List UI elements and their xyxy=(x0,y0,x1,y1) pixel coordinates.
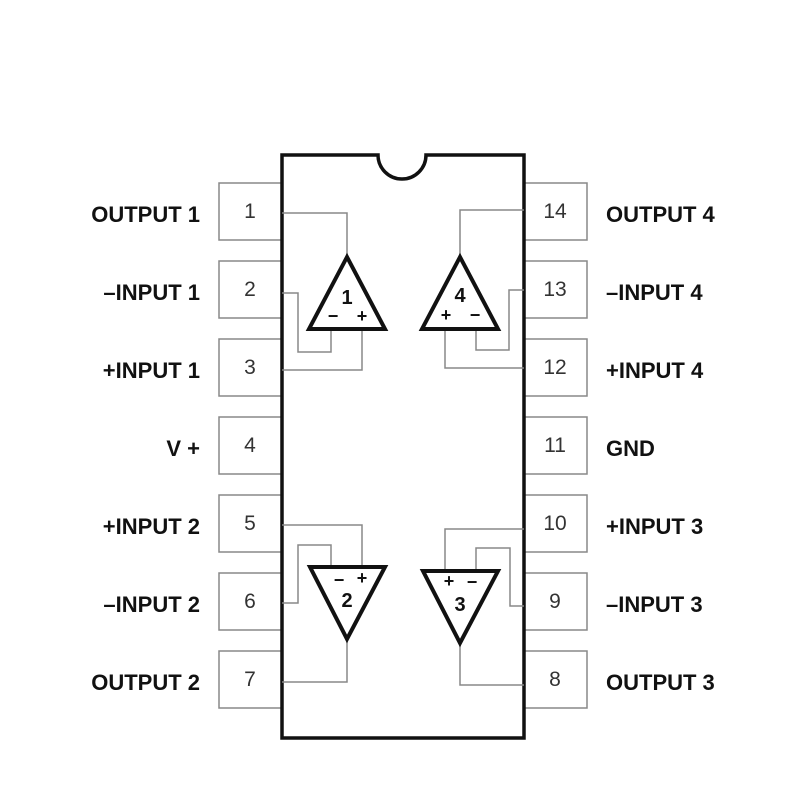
pin-left-5: 6 –INPUT 2 xyxy=(103,572,283,631)
pin-box xyxy=(218,416,283,475)
pin-left-6: 7 OUTPUT 2 xyxy=(91,650,283,709)
pin-label: OUTPUT 2 xyxy=(91,670,200,695)
noninverting-sign: + xyxy=(444,571,455,591)
pin-box xyxy=(218,182,283,241)
pin-label: –INPUT 2 xyxy=(103,592,200,617)
pin-left-4: 5 +INPUT 2 xyxy=(103,494,283,553)
pin-box xyxy=(523,182,588,241)
pin-number: 11 xyxy=(544,434,566,457)
pin-label: OUTPUT 3 xyxy=(606,670,715,695)
pin-label: V + xyxy=(166,436,200,461)
op-amp-3: 3 + − xyxy=(419,569,502,648)
internal-wiring xyxy=(282,209,524,686)
pin-label: OUTPUT 4 xyxy=(606,202,716,227)
pin-label: +INPUT 3 xyxy=(606,514,703,539)
pin-box xyxy=(523,494,588,553)
op-amp-number: 3 xyxy=(454,594,465,616)
pin-number: 5 xyxy=(244,512,256,535)
pin-box xyxy=(218,650,283,709)
pin-box xyxy=(523,650,588,709)
pin-number: 2 xyxy=(244,278,256,301)
pin-left-1: 2 –INPUT 1 xyxy=(103,260,283,319)
pin-label: –INPUT 4 xyxy=(606,280,703,305)
pin-label: GND xyxy=(606,436,655,461)
op-amp-number: 4 xyxy=(454,285,466,307)
pin-box xyxy=(218,260,283,319)
pin-left-2: 3 +INPUT 1 xyxy=(103,338,283,397)
op-amp-number: 2 xyxy=(341,590,352,612)
pin-number: 10 xyxy=(543,512,566,535)
noninverting-sign: + xyxy=(357,306,368,326)
pin-right-4: 10 +INPUT 3 xyxy=(523,494,703,553)
pin-left-0: 1 OUTPUT 1 xyxy=(91,182,283,241)
pin-label: –INPUT 1 xyxy=(103,280,200,305)
pin-number: 9 xyxy=(549,590,561,613)
pin-label: –INPUT 3 xyxy=(606,592,703,617)
pin-number: 7 xyxy=(244,668,256,691)
pin-right-1: 13 –INPUT 4 xyxy=(523,260,703,319)
pin-left-3: 4 V + xyxy=(166,416,283,475)
pin-right-3: 11 GND xyxy=(523,416,655,475)
pin-number: 13 xyxy=(543,278,566,301)
pin-right-0: 14 OUTPUT 4 xyxy=(523,182,716,241)
pin-label: +INPUT 4 xyxy=(606,358,704,383)
pin-box xyxy=(218,494,283,553)
inverting-sign: − xyxy=(334,570,345,590)
pin-number: 12 xyxy=(543,356,566,379)
pin-number: 3 xyxy=(244,356,256,379)
op-amp-4: 4 + − xyxy=(418,252,502,331)
pin-number: 4 xyxy=(244,434,256,457)
noninverting-sign: + xyxy=(441,305,452,325)
op-amp-1: 1 − + xyxy=(305,252,389,331)
pin-label: OUTPUT 1 xyxy=(91,202,200,227)
pin-box xyxy=(523,260,588,319)
pin-box xyxy=(218,338,283,397)
op-amp-2: 2 − + xyxy=(306,565,389,644)
pin-right-6: 8 OUTPUT 3 xyxy=(523,650,715,709)
op-amp-number: 1 xyxy=(341,287,352,309)
inverting-sign: − xyxy=(470,305,481,325)
pin-label: +INPUT 2 xyxy=(103,514,200,539)
chip-body xyxy=(280,153,526,740)
pin-box xyxy=(523,572,588,631)
pin-number: 8 xyxy=(549,668,561,691)
noninverting-sign: + xyxy=(357,568,368,588)
pin-label: +INPUT 1 xyxy=(103,358,200,383)
pin-number: 1 xyxy=(244,200,256,223)
pin-number: 14 xyxy=(543,200,567,223)
pin-right-2: 12 +INPUT 4 xyxy=(523,338,704,397)
inverting-sign: − xyxy=(328,306,339,326)
inverting-sign: − xyxy=(467,572,478,592)
pin-number: 6 xyxy=(244,590,256,613)
pin-right-5: 9 –INPUT 3 xyxy=(523,572,703,631)
